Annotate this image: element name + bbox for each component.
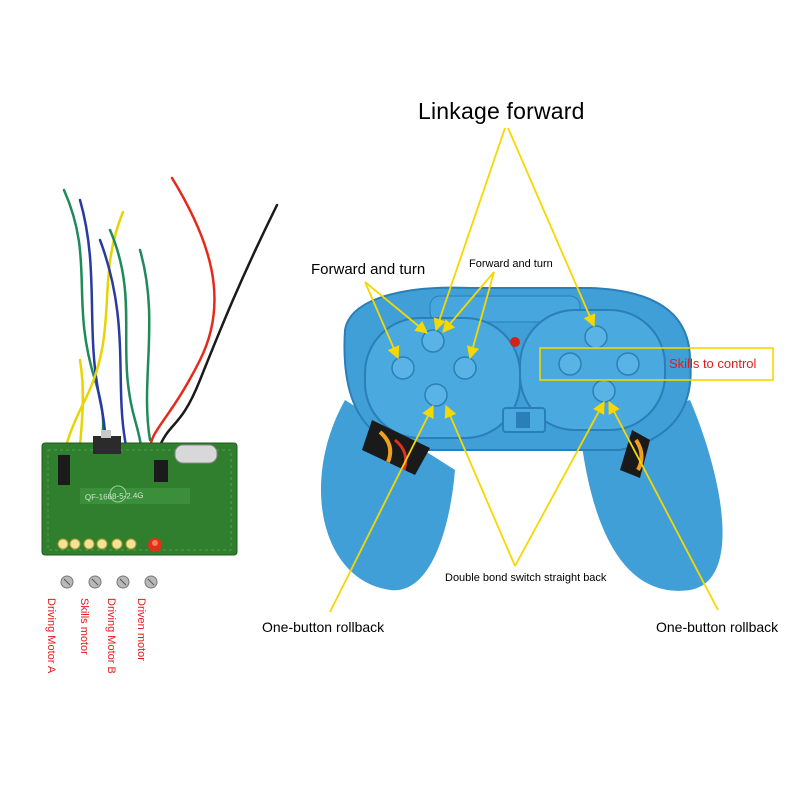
wire-label-skills-motor: Skills motor <box>78 598 90 655</box>
callout-arrows <box>329 127 719 613</box>
wire-black <box>156 203 279 452</box>
solder-pads <box>57 538 137 550</box>
title-linkage-forward: Linkage forward <box>418 98 585 124</box>
wire-green-3 <box>138 248 152 442</box>
screws <box>60 575 158 589</box>
label-double-bond-switch: Double bond switch straight back <box>445 572 607 584</box>
label-forward-and-turn-small: Forward and turn <box>469 258 553 270</box>
left-decal <box>362 420 430 475</box>
pcb-board <box>41 430 238 556</box>
label-rollback-right: One-button rollback <box>656 619 779 635</box>
pcb-marking: QF-1668-5-2.4G <box>85 491 144 502</box>
label-skills-to-control: Skills to control <box>669 356 757 371</box>
controller <box>320 286 723 591</box>
skills-box <box>539 347 774 381</box>
wire-label-driving-motor-a: Driving Motor A <box>45 598 57 674</box>
label-rollback-left: One-button rollback <box>262 619 385 635</box>
label-forward-and-turn: Forward and turn <box>311 261 426 278</box>
wire-label-driven-motor: Driven motor <box>135 598 147 661</box>
wire-red <box>148 176 216 452</box>
right-dpad <box>558 325 640 403</box>
wire-label-driving-motor-b: Driving Motor B <box>105 598 117 674</box>
left-dpad <box>391 329 477 407</box>
